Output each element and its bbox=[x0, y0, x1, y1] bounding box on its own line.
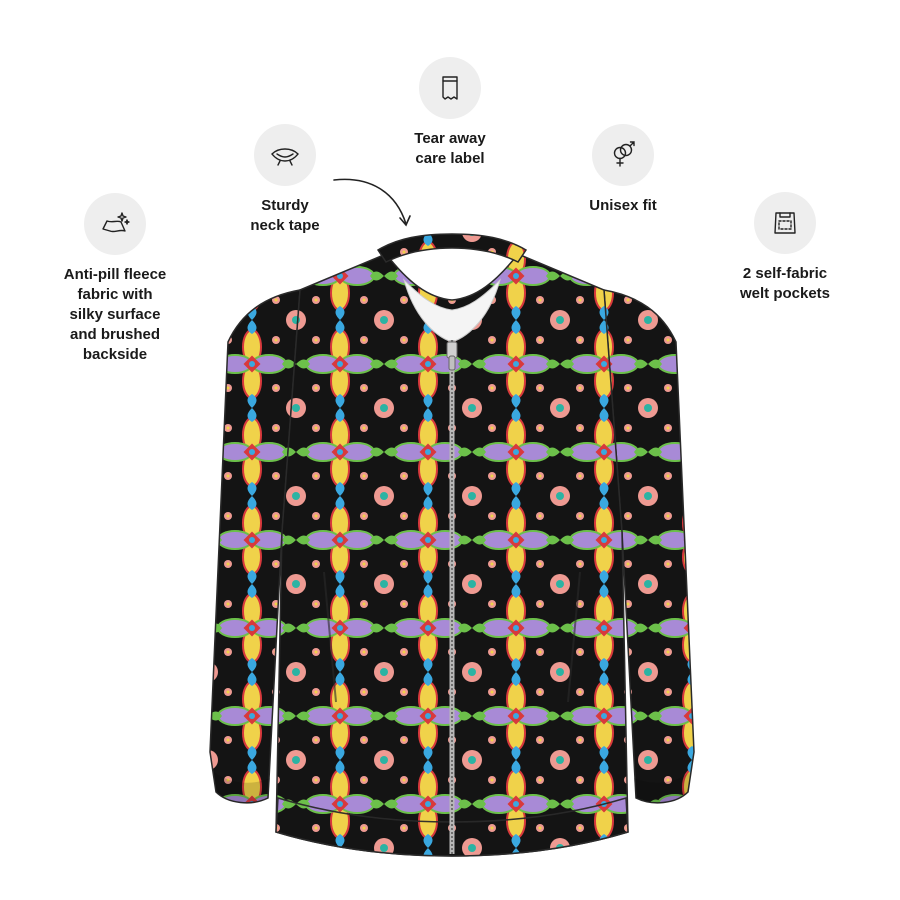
feature-neck-tape: Sturdy neck tape bbox=[225, 124, 345, 236]
unisex-icon bbox=[592, 124, 654, 186]
feature-label: Unisex fit bbox=[589, 197, 657, 214]
feature-label: Sturdy neck tape bbox=[250, 197, 320, 234]
feature-unisex: Unisex fit bbox=[563, 124, 683, 216]
jacket-image bbox=[209, 233, 695, 857]
feature-label: Anti-pill fleece fabric with silky surfa… bbox=[63, 266, 167, 363]
neck-tape-icon bbox=[254, 124, 316, 186]
care-label-icon bbox=[419, 57, 481, 119]
curved-arrow-icon bbox=[333, 178, 411, 227]
feature-label: Tear away care label bbox=[414, 130, 486, 167]
feature-label: 2 self-fabric welt pockets bbox=[739, 265, 831, 302]
fleece-fabric-icon bbox=[84, 193, 146, 255]
feature-fleece-fabric: Anti-pill fleece fabric with silky surfa… bbox=[40, 193, 190, 365]
feature-pockets: 2 self-fabric welt pockets bbox=[710, 192, 860, 304]
pocket-icon bbox=[754, 192, 816, 254]
feature-care-label: Tear away care label bbox=[385, 57, 515, 169]
